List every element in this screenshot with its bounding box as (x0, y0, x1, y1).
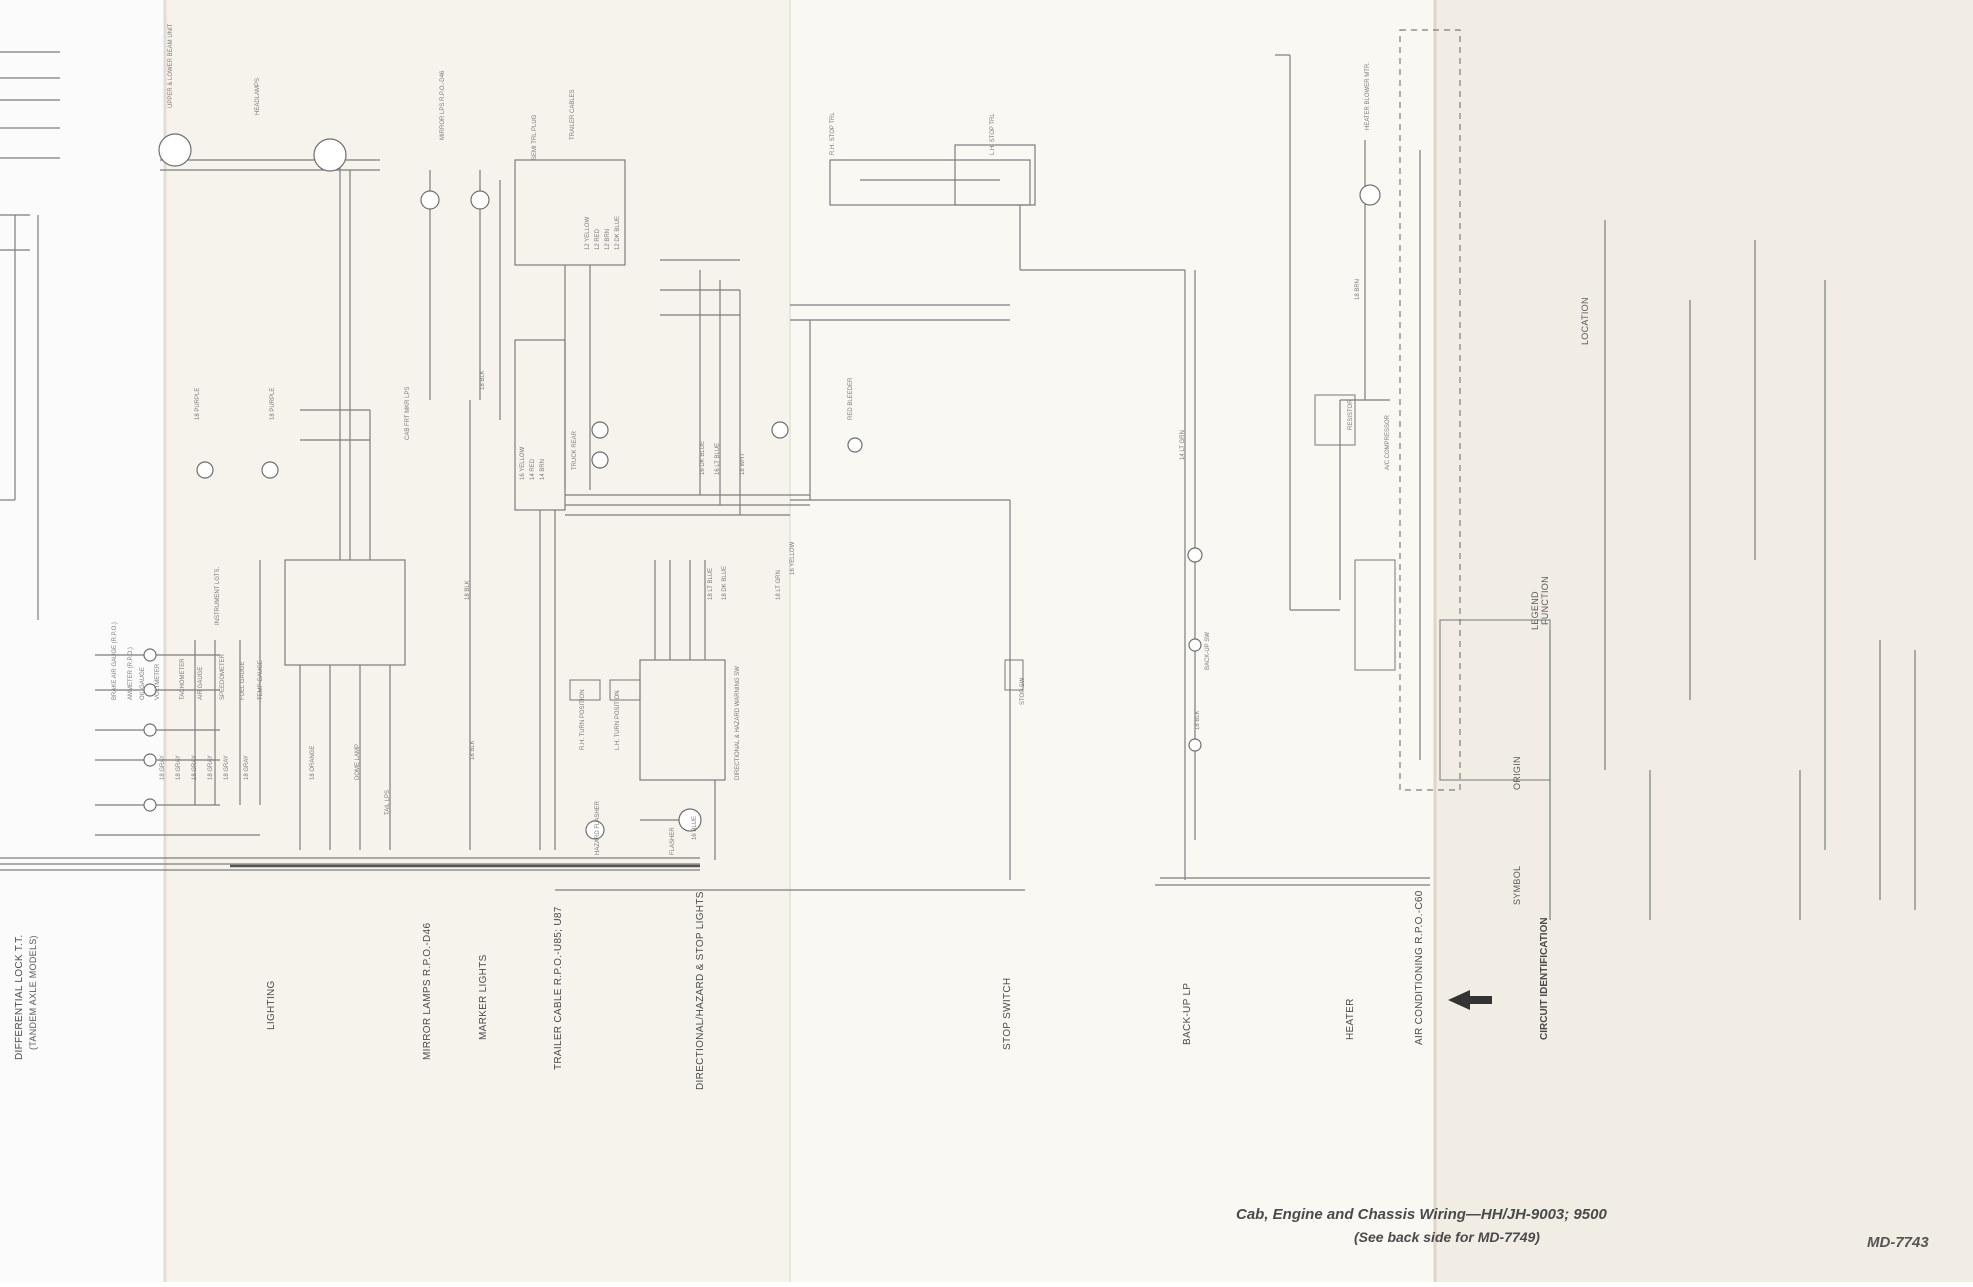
component-ac-compressor: A/C COMPRESSOR (1385, 414, 1391, 470)
paper-panel-3 (790, 0, 1435, 1282)
component-voltmeter: VOLTMETER (155, 663, 161, 700)
wire-label: 14 RED (530, 458, 536, 480)
component-instrument-lights: INSTRUMENT LGTS. (215, 566, 221, 625)
component-semi-trl-plug: SEMI TRL PLUG (532, 114, 538, 160)
document-number: MD-7743 (1867, 1234, 1929, 1251)
label-heater: HEATER (1345, 998, 1356, 1040)
component-air-gauge: AIR GAUGE (198, 666, 204, 700)
wire-label: 12 DK BLUE (615, 215, 621, 250)
wire-label: 16 DK BLUE (700, 440, 706, 475)
component-hazard-flasher: HAZARD FLASHER (595, 800, 601, 855)
wire-label: 18 GRAY (160, 755, 166, 780)
component-flasher: FLASHER (670, 827, 676, 855)
wire-label: 16 LT BLUE (715, 442, 721, 475)
wire-label: 18 GRAY (244, 755, 250, 780)
wire-label: 16 YELLOW (520, 446, 526, 480)
wire-label: 12 RED (595, 228, 601, 250)
component-directional-hazard-sw: DIRECTIONAL & HAZARD WARNING SW (735, 666, 741, 780)
component-mirror-lps: MIRROR LPS R.P.O.-D46 (440, 70, 446, 140)
component-fuel-gauge: FUEL GAUGE (240, 661, 246, 700)
label-differential-lock: DIFFERENTIAL LOCK T.T. (14, 934, 25, 1060)
component-dome-lamp: DOME LAMP (355, 743, 361, 780)
wire-label: 18 BRN (1355, 278, 1361, 300)
legend-function-header: FUNCTION (1540, 576, 1550, 625)
component-resistor: RESISTOR (1348, 399, 1354, 430)
component-headlamps: HEADLAMPS (255, 77, 261, 115)
wire-label: 12 BRN (605, 228, 611, 250)
wire-label: 18 GRAY (208, 755, 214, 780)
component-red-bleeder: RED BLEEDER (848, 377, 854, 420)
wire-label: 18 GRAY (192, 755, 198, 780)
component-lh-stop-trl: L.H. STOP TRL (990, 113, 996, 155)
wire-label: 16 BLUE (692, 815, 698, 840)
wire-label: 18 DK BLUE (722, 565, 728, 600)
component-heater-blower: HEATER BLOWER MTR. (1365, 62, 1371, 130)
left-arrow-icon (1448, 990, 1492, 1010)
wire-label: 18 GRAY (176, 755, 182, 780)
wiring-traces (0, 29, 1916, 920)
component-trailer-cables: TRAILER CABLES (570, 89, 576, 140)
legend-symbol-header: SYMBOL (1512, 865, 1522, 905)
label-marker-lights: MARKER LIGHTS (478, 954, 489, 1040)
component-tail-lps: TAIL LPS (385, 789, 391, 815)
wire-label: 18 BLK (1195, 710, 1201, 730)
wire-label: 14 BRN (540, 458, 546, 480)
label-stop-switch: STOP SWITCH (1002, 977, 1013, 1050)
component-tachometer: TACHOMETER (180, 658, 186, 700)
paper-panel-2 (165, 0, 790, 1282)
component-upper-lower-beam: UPPER & LOWER BEAM UNIT (168, 23, 174, 108)
label-lighting: LIGHTING (266, 980, 277, 1030)
component-truck-rear: TRUCK REAR (572, 430, 578, 470)
component-lh-turn-position: L.H. TURN POSITION (615, 690, 621, 750)
label-trailer-cable: TRAILER CABLE R.P.O.-U85; U87 (553, 906, 564, 1070)
label-differential-lock-sub: (TANDEM AXLE MODELS) (28, 935, 38, 1050)
component-oil-gauge: OIL GAUGE (140, 667, 146, 700)
label-air-conditioning: AIR CONDITIONING R.P.O.-C60 (1414, 890, 1425, 1045)
wire-label: 14 LT GRN (1180, 430, 1186, 460)
component-back-up-sw: BACK-UP SW (1205, 632, 1211, 670)
paper-panel-4 (1435, 0, 1973, 1282)
wire-label: 12 YELLOW (585, 216, 591, 250)
component-symbols (143, 133, 1381, 840)
wire-label: 18 WHT (740, 452, 746, 475)
label-mirror-lamps: MIRROR LAMPS R.P.O.-D46 (422, 922, 433, 1060)
wire-label: 18 LT BLUE (708, 567, 714, 600)
wire-label: 18 BLK (480, 370, 486, 390)
component-rh-turn-position: R.H. TURN POSITION (580, 689, 586, 750)
label-back-up-lp: BACK-UP LP (1182, 982, 1193, 1045)
component-brake-air-gauge: BRAKE AIR GAUGE (R.P.O.) (112, 622, 118, 700)
label-circuit-identification: CIRCUIT IDENTIFICATION (1539, 917, 1550, 1040)
wire-label: 18 ORANGE (310, 745, 316, 780)
wire-label: 16 YELLOW (790, 541, 796, 575)
caption-line-1: Cab, Engine and Chassis Wiring—HH/JH-900… (1236, 1206, 1607, 1223)
component-cab-frt-mkr-lps: CAB FRT MKR LPS (405, 386, 411, 440)
connector-blocks (569, 394, 1551, 781)
component-rh-stop-trl: R.H. STOP TRL (830, 112, 836, 155)
wire-label: 18 BLK (470, 740, 476, 760)
label-directional-hazard: DIRECTIONAL/HAZARD & STOP LIGHTS (695, 891, 706, 1090)
legend-location-header: LOCATION (1580, 297, 1590, 345)
component-temp-gauge: TEMP GAUGE (258, 660, 264, 700)
wire-label: 18 BLK (465, 580, 471, 600)
caption-line-2: (See back side for MD-7749) (1354, 1229, 1540, 1245)
component-speedometer: SPEEDOMETER (220, 653, 226, 700)
wire-label: 18 PURPLE (270, 387, 276, 420)
wire-label: 18 PURPLE (195, 387, 201, 420)
component-ammeter: AMMETER (R.P.O.) (128, 647, 134, 700)
legend-origin-header: ORIGIN (1512, 756, 1522, 790)
paper-panel-left (0, 0, 165, 1282)
diagram-caption: Cab, Engine and Chassis Wiring—HH/JH-900… (1236, 1204, 1706, 1248)
wire-label: 18 GRAY (224, 755, 230, 780)
component-stop-sw: STOP SW (1020, 677, 1026, 705)
wire-label: 18 LT GRN (776, 570, 782, 600)
legend-heading: LEGEND (1530, 591, 1540, 630)
